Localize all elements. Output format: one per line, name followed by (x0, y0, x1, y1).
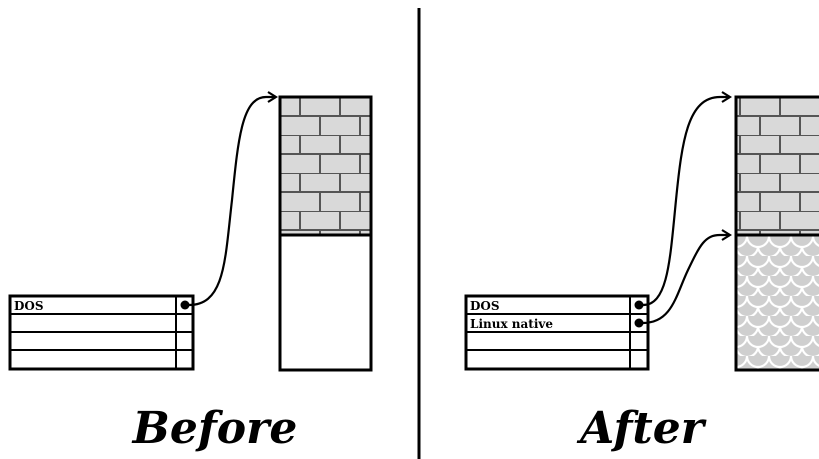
before-pointer-dot (180, 300, 190, 310)
before-caption: Before (131, 403, 298, 454)
after-pointer-arrow-2 (642, 235, 730, 325)
after-pointer-dot-2 (634, 318, 644, 328)
after-caption: After (576, 403, 707, 454)
after-disk (734, 95, 819, 372)
before-panel: DOS Before (8, 95, 373, 454)
after-row-1-label: DOS (470, 299, 500, 313)
after-pointer-arrow-1 (642, 97, 730, 307)
after-pointer-dot-1 (634, 300, 644, 310)
before-row-1-label: DOS (14, 299, 44, 313)
before-partition-table: DOS (8, 294, 195, 371)
after-panel: DOS Linux native After (464, 95, 819, 454)
before-pointer-arrow (188, 97, 276, 307)
after-partition-table: DOS Linux native (464, 294, 650, 371)
after-row-2-label: Linux native (470, 317, 553, 331)
before-disk (278, 95, 373, 372)
